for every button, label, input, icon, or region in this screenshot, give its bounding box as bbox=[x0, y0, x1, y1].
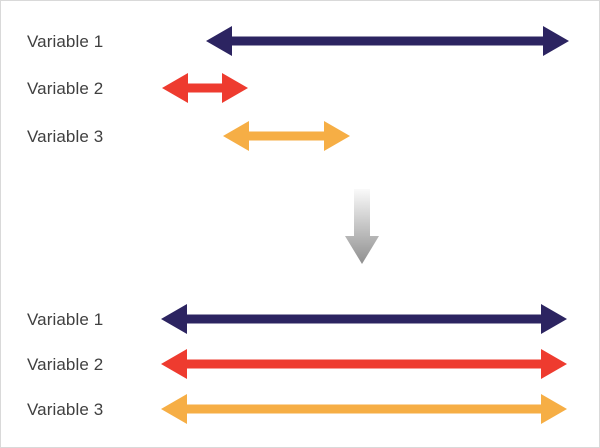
double-headed-arrow-icon bbox=[161, 394, 567, 424]
down-arrow-shape bbox=[345, 189, 379, 264]
down-arrow-gradient-icon bbox=[345, 189, 379, 264]
arrow-shape-orange bbox=[223, 121, 350, 151]
arrow-shape-red bbox=[161, 349, 567, 379]
variable-label: Variable 3 bbox=[27, 127, 104, 146]
variable-label: Variable 1 bbox=[27, 32, 104, 51]
arrow-shape-navy bbox=[161, 304, 567, 334]
double-headed-arrow-icon bbox=[223, 121, 350, 151]
arrow-shape-navy bbox=[206, 26, 569, 56]
variable-label: Variable 3 bbox=[27, 400, 104, 419]
double-headed-arrow-icon bbox=[161, 349, 567, 379]
double-headed-arrow-icon bbox=[162, 73, 248, 103]
arrow-shape-red bbox=[162, 73, 248, 103]
variable-label: Variable 1 bbox=[27, 310, 104, 329]
arrow-shape-orange bbox=[161, 394, 567, 424]
double-headed-arrow-icon bbox=[206, 26, 569, 56]
variable-label: Variable 2 bbox=[27, 79, 104, 98]
double-headed-arrow-icon bbox=[161, 304, 567, 334]
variable-label: Variable 2 bbox=[27, 355, 104, 374]
